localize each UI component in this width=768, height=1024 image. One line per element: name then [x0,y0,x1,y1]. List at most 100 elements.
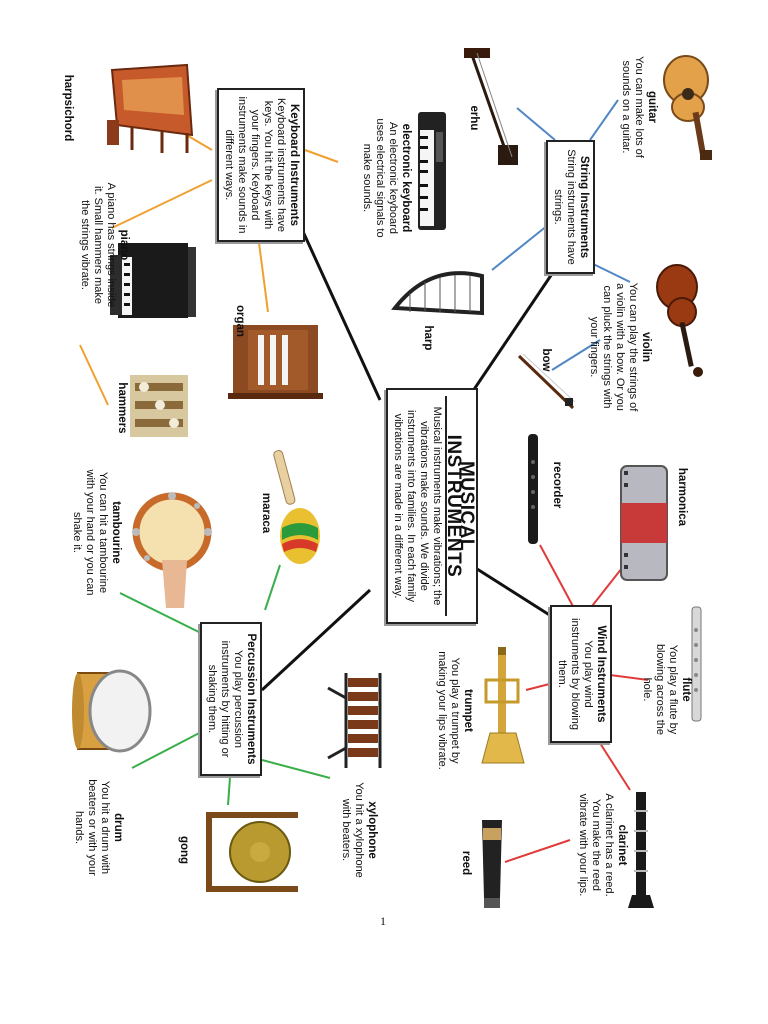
recorder-image [528,434,538,544]
clarinet-name: clarinet [616,824,628,866]
xylophone-text: You hit a xylophone with beaters. [340,782,365,878]
flute-name: flute [680,677,692,702]
label-clarinet: clarinet A clarinet has a reed. You make… [576,785,628,905]
recorder-name: recorder [551,461,563,509]
label-tambourine: tambourine You can hit a tambourine with… [70,465,122,600]
hammers-image [130,375,188,437]
clarinet-text: A clarinet has a reed. You make the reed… [577,793,615,897]
label-recorder: recorder [550,455,563,515]
link-hub-keyboard [298,224,382,401]
label-bow: bow [539,345,552,375]
maraca-name: maraca [260,492,272,534]
trumpet-name: trumpet [462,689,474,732]
link-wind-flute [609,674,649,681]
label-hammers: hammers [115,378,128,438]
link-keyboard-electronic [304,149,339,163]
erhu-image [464,48,518,165]
harp-name: harp [422,325,434,351]
violin-name: violin [640,331,652,363]
family-keyboard-text: Keyboard instruments have keys. You hit … [223,96,287,234]
drum-name: drum [112,813,124,842]
trumpet-text: You play a trumpet by making your lips v… [436,651,461,770]
reed-image [482,820,502,908]
link-wind-clarinet [597,739,631,791]
link-percussion-xylophone [261,759,331,779]
link-string-guitar [589,99,619,141]
electronic-keyboard-image [418,112,446,230]
harpsichord-name: harpsichord [62,74,74,142]
link-percussion-tambourine [119,592,216,641]
label-maraca: maraca [259,488,272,538]
piano-name: piano [118,229,130,261]
link-wind-recorder [539,544,576,611]
label-flute: flute You play a flute by blowing across… [640,632,692,747]
xylophone-image [327,673,382,768]
organ-name: organ [234,305,246,337]
family-keyboard-title: Keyboard Instruments [288,103,300,227]
label-gong: gong [177,830,190,870]
harmonica-name: harmonica [676,467,688,527]
label-organ: organ [233,296,246,346]
link-percussion-drum [131,729,206,769]
link-clarinet-reed [504,839,571,863]
link-hub-percussion [260,588,372,692]
label-trumpet: trumpet You play a trumpet by making you… [435,648,474,773]
label-xylophone: xylophone You hit a xylophone with beate… [339,775,378,885]
link-violin-bow [551,339,601,371]
flute-text: You play a flute by blowing across the h… [641,643,679,736]
gong-image [206,812,298,892]
hub-title: MUSICAL INSTRUMENTS [443,396,477,616]
label-electronic-keyboard: electronic keyboard An electronic keyboa… [360,118,412,238]
guitar-name: guitar [646,91,658,123]
family-wind-box: Wind Instruments You play wind instrumen… [550,605,612,743]
link-keyboard-piano [111,179,213,229]
family-string-box: String Instruments String instruments ha… [546,140,595,274]
xylophone-name: xylophone [366,801,378,859]
link-piano-hammers [79,344,109,406]
link-percussion-maraca [264,564,281,611]
harmonica-image [620,465,668,581]
erhu-name: erhu [468,105,480,131]
tambourine-name: tambourine [110,501,122,564]
flute-image [691,606,702,722]
guitar-image [663,55,712,160]
hub-text: Musical instruments make vibrations; the… [392,406,443,606]
family-string-title: String Instruments [578,155,590,259]
family-wind-title: Wind Instruments [595,625,607,723]
label-harmonica: harmonica [675,462,688,532]
bow-name: bow [540,348,552,372]
family-wind-text: You play wind instruments by blowing the… [556,618,594,730]
electronic-keyboard-name: electronic keyboard [400,123,412,233]
drum-image [72,669,152,753]
link-keyboard-organ [257,234,269,313]
organ-image [228,325,323,399]
violin-image [656,264,703,377]
label-reed: reed [459,848,472,878]
family-percussion-box: Percussion Instruments You play percussi… [200,622,262,776]
family-percussion-text: You play percussion instruments by hitti… [206,640,244,758]
electronic-keyboard-text: An electronic keyboard uses electrical s… [361,118,399,238]
hammers-name: hammers [116,382,128,434]
tambourine-text: You can hit a tambourine with your hand … [71,469,109,596]
page-number: 1 [380,914,386,928]
label-guitar: guitar You can make lots of sounds on a … [619,52,658,162]
harpsichord-image [107,63,194,153]
label-harpsichord: harpsichord [61,68,74,148]
trumpet-image [481,647,525,764]
label-erhu: erhu [467,98,480,138]
family-string-text: String instruments have strings. [552,149,577,265]
label-harp: harp [421,318,434,358]
violin-text: You can play the strings of a violin wit… [588,282,639,412]
maraca-image [273,450,320,564]
reed-name: reed [460,850,472,876]
piano-text: A piano has strings inside it. Small ham… [79,182,117,308]
harp-image [391,271,484,316]
link-string-erhu [516,107,556,141]
clarinet-image [628,792,654,908]
family-keyboard-box: Keyboard Instruments Keyboard instrument… [217,88,305,242]
label-drum: drum You hit a drum with beaters or with… [72,770,124,885]
drum-text: You hit a drum with beaters or with your… [73,779,111,876]
label-piano: piano A piano has strings inside it. Sma… [78,180,130,310]
bow-image [517,353,576,410]
label-violin: violin You can play the strings of a vio… [587,282,652,412]
